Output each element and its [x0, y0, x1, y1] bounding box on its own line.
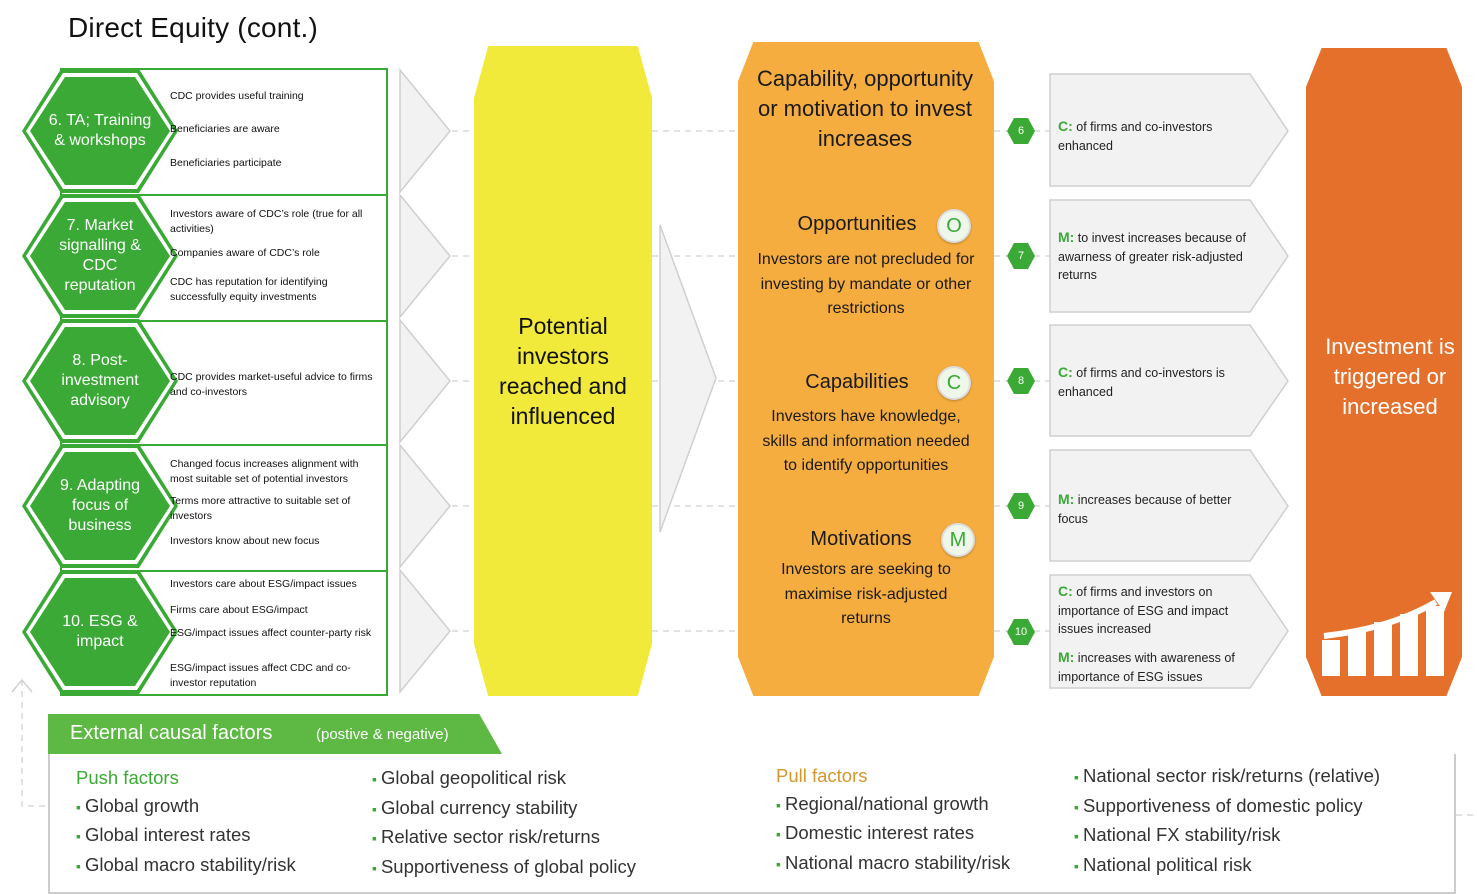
arrow-chevron-7 — [399, 192, 451, 320]
pull-factors-col1: Pull factors ▪Regional/national growth ▪… — [776, 762, 1066, 878]
investment-stage-label: Investment is triggered or increased — [1325, 334, 1455, 419]
activity-7-1: Investors aware of CDC’s role (true for … — [170, 208, 363, 235]
badge-m: M — [941, 523, 975, 557]
push-factor-item: ▪Supportiveness of global policy — [372, 855, 637, 877]
badge-c: C — [937, 366, 971, 400]
outcome-text-10a: C: of firms and investors on importance … — [1058, 583, 1229, 636]
push-factors-col1: Push factors ▪Global growth ▪Global inte… — [76, 764, 366, 880]
activity-10-1: Investors care about ESG/impact issues — [170, 578, 357, 590]
activity-10-2: Firms care about ESG/impact — [170, 604, 308, 616]
pull-factor-item: ▪National FX stability/risk — [1074, 824, 1281, 845]
section-body-motivations: Investors are seeking to maximise risk-a… — [781, 561, 951, 627]
arrow-chevron-6 — [399, 67, 451, 195]
outcome-text-10b: M: increases with awareness of importanc… — [1058, 649, 1235, 684]
external-factors-subtitle: (postive & negative) — [316, 726, 449, 743]
feedback-arrow-head — [11, 678, 33, 693]
push-factor-item: ▪Global interest rates — [76, 824, 251, 845]
external-factors-title: External causal factors — [70, 722, 273, 744]
pull-factor-item: ▪Regional/national growth — [776, 792, 989, 814]
pull-factor-item: ▪Domestic interest rates — [776, 822, 975, 843]
push-factor-item: ▪Global macro stability/risk — [76, 853, 296, 875]
activity-6-2: Beneficiaries are aware — [170, 123, 280, 135]
section-body-capabilities: Investors have knowledge, skills and inf… — [762, 408, 970, 474]
outcome-arrow-6 — [1049, 73, 1289, 187]
activity-7-3: CDC has reputation for identifying succe… — [170, 276, 328, 303]
arrow-chevron-8 — [399, 317, 451, 445]
pull-factor-item: ▪National macro stability/risk — [776, 851, 1011, 873]
feedback-dashed-line — [21, 680, 48, 807]
com-heading: Capability, opportunity or motivation to… — [756, 66, 974, 151]
outcome-arrow-9 — [1049, 449, 1289, 562]
section-body-opportunities: Investors are not precluded for investin… — [757, 251, 975, 317]
activity-6-1: CDC provides useful training — [170, 90, 304, 102]
page-title: Direct Equity (cont.) — [68, 12, 319, 43]
reach-stage-label: Potential investors reached and influenc… — [499, 313, 627, 429]
push-factors-col2: ▪Global geopolitical risk ▪Global curren… — [372, 764, 692, 882]
outcome-text-9: M: increases because of better focus — [1058, 491, 1232, 526]
outcome-text-6: C: of firms and co-investors enhanced — [1058, 118, 1213, 153]
outcome-arrow-10 — [1049, 574, 1289, 689]
external-factors-tab: External causal factors (postive & negat… — [48, 714, 502, 754]
push-factor-item: ▪Global growth — [76, 794, 200, 816]
outcome-arrow-7 — [1049, 199, 1289, 313]
section-title-capabilities: Capabilities — [805, 371, 909, 393]
growth-chart-icon — [1322, 592, 1452, 676]
push-factor-item: ▪Relative sector risk/returns — [372, 826, 600, 847]
pull-factor-item: ▪National political risk — [1074, 853, 1252, 875]
outcome-text-7: M: to invest increases because of awarne… — [1058, 229, 1246, 282]
activity-10-4: ESG/impact issues affect CDC and co-inve… — [170, 662, 351, 689]
reach-stage-box: Potential investors reached and influenc… — [474, 46, 652, 696]
outcome-text-8: C: of firms and co-investors is enhanced — [1058, 364, 1225, 399]
arrow-chevron-big — [659, 224, 717, 533]
badge-o: O — [937, 209, 971, 243]
pull-factor-item: ▪National sector risk/returns (relative) — [1074, 765, 1381, 786]
pull-factors-heading: Pull factors — [776, 765, 868, 786]
push-factors-heading: Push factors — [76, 767, 179, 788]
activity-7-2: Companies aware of CDC’s role — [170, 247, 320, 259]
activity-9-2: Terms more attractive to suitable set of… — [170, 495, 351, 522]
investment-stage-box — [1306, 48, 1462, 696]
activity-9-3: Investors know about new focus — [170, 535, 320, 547]
pull-factor-item: ▪Supportiveness of domestic policy — [1074, 794, 1363, 816]
pull-factors-col2: ▪National sector risk/returns (relative)… — [1074, 762, 1454, 880]
outcome-arrow-8 — [1049, 324, 1289, 437]
push-factor-item: ▪Global geopolitical risk — [372, 767, 567, 788]
push-factor-item: ▪Global currency stability — [372, 796, 578, 818]
external-factors-box — [48, 754, 1456, 894]
arrow-chevron-9 — [399, 442, 451, 570]
section-title-opportunities: Opportunities — [797, 213, 917, 235]
section-title-motivations: Motivations — [810, 528, 912, 550]
activity-8-1: CDC provides market-useful advice to fir… — [170, 371, 373, 398]
activity-9-1: Changed focus increases alignment with m… — [170, 458, 359, 485]
arrow-chevron-10 — [399, 567, 451, 695]
activity-10-3: ESG/impact issues affect counter-party r… — [170, 627, 372, 639]
activity-6-3: Beneficiaries participate — [170, 157, 282, 169]
